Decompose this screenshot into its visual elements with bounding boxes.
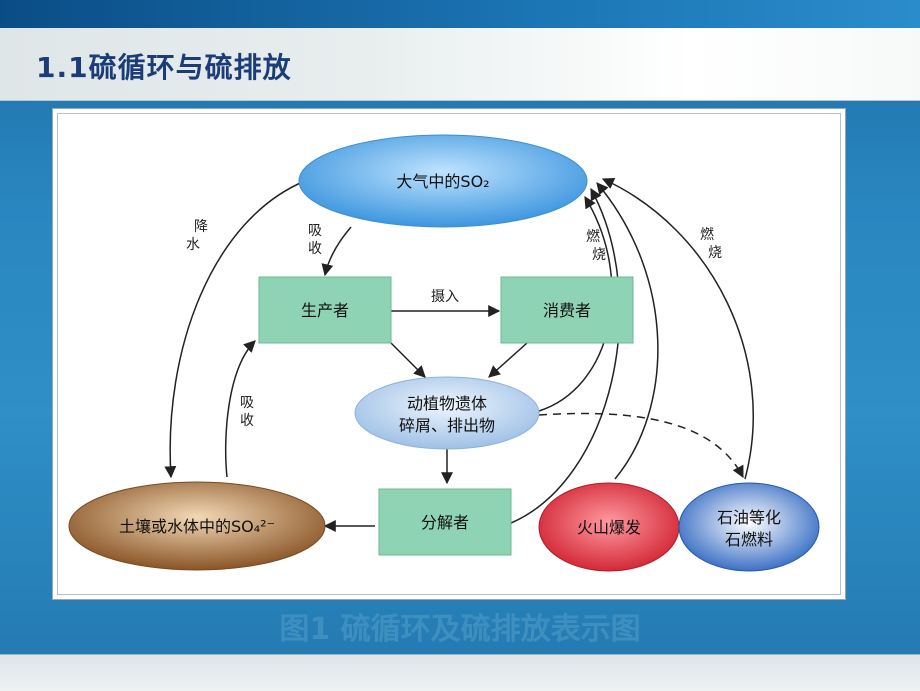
- arrow-volcano-atm: [596, 182, 659, 480]
- node-producer: 生产者: [258, 276, 392, 344]
- bottom-band: [0, 654, 920, 691]
- node-volcano: 火山爆发: [538, 482, 680, 572]
- label-precip-2: 水: [186, 237, 200, 253]
- label-intake: 摄入: [431, 289, 459, 305]
- node-atmosphere: 大气中的SO₂: [298, 134, 588, 228]
- label-precip-1: 降: [194, 219, 208, 235]
- slide-title: 1.1硫循环与硫排放: [36, 51, 292, 84]
- fossil-label-line1: 石油等化: [717, 508, 781, 527]
- diagram-panel: 大气中的SO₂ 生产者 消费者 动植物遗体 碎屑、排出物 分解者 土壤或水体中的…: [52, 108, 846, 600]
- node-consumer: 消费者: [500, 276, 634, 344]
- remains-label-line1: 动植物遗体: [407, 394, 487, 413]
- flow-arrows: [164, 178, 754, 532]
- top-band: [0, 0, 920, 28]
- label-absorb-top-2: 收: [308, 241, 322, 257]
- decomposer-label: 分解者: [421, 513, 469, 532]
- remains-label-line2: 碎屑、排出物: [399, 416, 495, 435]
- sulfur-cycle-diagram: 大气中的SO₂ 生产者 消费者 动植物遗体 碎屑、排出物 分解者 土壤或水体中的…: [68, 134, 820, 572]
- figure-caption: 图1 硫循环及硫排放表示图: [279, 612, 641, 647]
- arrow-labels: 摄入 吸 收 吸 收 降 水 燃 烧 燃 烧: [186, 219, 722, 429]
- node-remains: 动植物遗体 碎屑、排出物: [354, 376, 540, 450]
- atmosphere-label: 大气中的SO₂: [396, 172, 489, 191]
- consumer-label: 消费者: [543, 301, 591, 320]
- arrow-fossil-atm: [601, 178, 754, 480]
- node-fossil: 石油等化 石燃料: [678, 482, 820, 572]
- producer-label: 生产者: [301, 301, 349, 320]
- diagram-frame: [57, 113, 841, 595]
- arrow-consumer-remains: [488, 342, 528, 378]
- volcano-label: 火山爆发: [577, 518, 641, 537]
- label-absorb-left-1: 吸: [240, 395, 254, 411]
- arrow-decomposer-atm: [510, 187, 621, 524]
- fossil-label-line2: 石燃料: [725, 530, 773, 549]
- arrow-absorb-left: [224, 340, 256, 478]
- title-bar: [0, 28, 920, 101]
- arrow-producer-remains: [390, 342, 426, 378]
- arrow-remains-fossil: [538, 412, 744, 479]
- soil-label: 土壤或水体中的SO₄²⁻: [119, 517, 275, 536]
- label-absorb-top-1: 吸: [308, 223, 322, 239]
- label-burn-right-1: 燃: [700, 226, 714, 243]
- label-burn-mid-2: 烧: [592, 247, 606, 263]
- node-soil: 土壤或水体中的SO₄²⁻: [68, 481, 326, 571]
- label-absorb-left-2: 收: [240, 413, 254, 429]
- node-decomposer: 分解者: [378, 488, 512, 556]
- arrow-absorb-top: [321, 226, 352, 277]
- label-burn-right-2: 烧: [708, 245, 722, 261]
- label-burn-mid-1: 燃: [586, 228, 600, 245]
- arrow-precipitation: [164, 180, 306, 479]
